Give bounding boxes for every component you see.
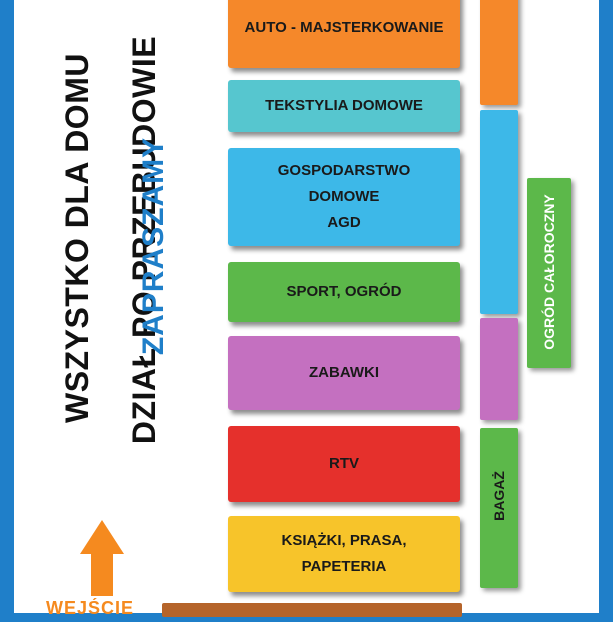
dept-toys: ZABAWKI [228, 336, 460, 410]
dept-sport: SPORT, OGRÓD [228, 262, 460, 322]
dept-household: GOSPODARSTWO DOMOWE AGD [228, 148, 460, 246]
shelf-blue [480, 110, 518, 314]
garden-shelf [527, 178, 571, 368]
dept-auto: AUTO - MAJSTERKOWANIE [228, 0, 460, 68]
heading-line-1: WSZYSTKO DLA DOMU [59, 53, 95, 423]
bottom-shelf [162, 603, 462, 617]
entrance-arrow-icon [80, 520, 124, 596]
luggage-shelf [480, 428, 518, 588]
dept-textiles: TEKSTYLIA DOMOWE [228, 80, 460, 132]
shelf-pink [480, 318, 518, 420]
dept-rtv: RTV [228, 426, 460, 502]
entrance-label: WEJŚCIE [46, 598, 135, 618]
luggage-label: BAGAŻ [491, 471, 507, 521]
garden-label: OGRÓD CAŁOROCZNY [541, 194, 557, 350]
shelf-orange [480, 0, 518, 105]
dept-books: KSIĄŻKI, PRASA, PAPETERIA [228, 516, 460, 592]
heading-invite: ZAPRASZAMY [137, 136, 170, 356]
